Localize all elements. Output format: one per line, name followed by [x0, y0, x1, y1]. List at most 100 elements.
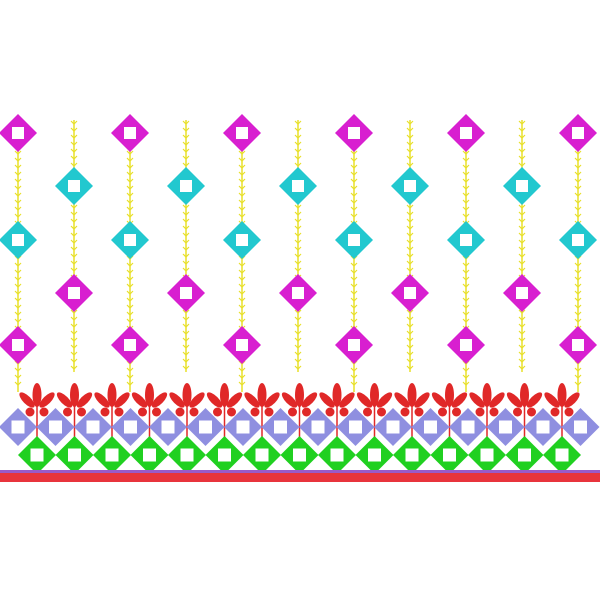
stitch-chevron	[182, 239, 190, 244]
lavender-diamond-hole	[124, 420, 137, 434]
fleur-petal	[94, 392, 110, 408]
fleur-petal	[151, 392, 168, 408]
fleur-bud	[250, 407, 260, 417]
green-diamond-hole	[330, 448, 344, 462]
fleur-bud	[25, 407, 35, 417]
lavender-diamond-hole	[499, 420, 512, 434]
stitch-chevron	[574, 297, 582, 302]
stitch-chevron	[574, 185, 582, 190]
stitch-chevron	[350, 269, 358, 274]
fleur-bud	[414, 407, 424, 417]
cyan-diamond	[391, 167, 429, 205]
stitch-chevron	[574, 283, 582, 288]
green-diamond-hole	[480, 448, 494, 462]
cyan-diamond	[55, 167, 93, 205]
cyan-diamond	[0, 221, 37, 259]
fleur-bud	[77, 407, 86, 417]
stitch-chevron	[406, 127, 414, 132]
lavender-diamond-hole	[461, 420, 475, 434]
stitch-chevron	[238, 171, 246, 176]
stitch-chevron	[294, 316, 302, 321]
fleur-petal	[451, 392, 468, 408]
magenta-diamond	[335, 326, 373, 364]
stitch-chevron	[518, 309, 526, 314]
stitch-chevron	[462, 304, 470, 309]
stitch-chevron	[406, 218, 414, 223]
green-diamond	[205, 436, 244, 474]
magenta-diamond	[391, 274, 429, 312]
fleur-motif	[319, 383, 355, 440]
fleur-petal	[281, 392, 298, 408]
fleur-bud	[189, 407, 199, 417]
fleur-motif	[356, 383, 393, 440]
stitch-chevron	[574, 206, 582, 211]
fleur-motif	[544, 383, 580, 440]
stitch-chevron	[462, 269, 470, 274]
stitch-chevron	[70, 246, 78, 251]
stitch-chevron	[14, 311, 22, 316]
lavender-diamond	[561, 408, 600, 446]
stitch-chevron	[518, 358, 526, 363]
stitch-chevron	[350, 311, 358, 316]
stitch-chevron	[462, 192, 470, 197]
cyan-diamond-hole	[180, 180, 192, 192]
stitch-chevron	[70, 309, 78, 314]
magenta-diamond-hole	[460, 339, 472, 351]
green-diamond	[18, 436, 56, 474]
stitch-chevron	[518, 337, 526, 342]
lavender-diamond-hole	[11, 420, 25, 434]
stitch-chevron	[70, 204, 78, 209]
stitch-chevron	[406, 330, 414, 335]
stitch-chevron	[14, 318, 22, 323]
stitch-chevron	[294, 120, 302, 125]
fleur-petal	[19, 392, 35, 408]
stitch-chevron	[294, 365, 302, 370]
green-diamond-hole	[255, 448, 269, 462]
stitch-chevron	[238, 374, 246, 379]
lavender-diamond	[36, 408, 75, 446]
magenta-diamond-hole	[572, 339, 584, 351]
fleur-bud	[152, 407, 161, 417]
stitch-chevron	[238, 290, 246, 295]
stitch-chevron	[462, 381, 470, 386]
stitch-chevron	[406, 337, 414, 342]
stitch-chevron	[294, 232, 302, 237]
fleur-motif	[394, 383, 430, 440]
fleur-bud	[438, 407, 447, 417]
fleur-bud	[302, 407, 311, 417]
lavender-diamond-hole	[86, 420, 100, 434]
stitch-chevron	[462, 199, 470, 204]
stitch-chevron	[462, 171, 470, 176]
stitch-chevron	[70, 330, 78, 335]
stitch-chevron	[406, 351, 414, 356]
green-diamond	[430, 436, 469, 474]
fleur-bud	[100, 407, 110, 417]
fleur-bud	[213, 407, 222, 417]
fleur-motif	[244, 383, 280, 440]
stitch-chevron	[350, 157, 358, 162]
fleur-bud	[363, 407, 372, 417]
fleur-motif	[206, 383, 243, 440]
fleur-petal	[32, 383, 42, 407]
lavender-diamond	[111, 408, 150, 446]
stitch-chevron	[14, 206, 22, 211]
stitch-chevron	[350, 283, 358, 288]
stitch-chevron	[350, 192, 358, 197]
fleur-petal	[431, 392, 448, 408]
stitch-chevron	[406, 155, 414, 160]
stitch-chevron	[350, 171, 358, 176]
stitch-chevron	[182, 232, 190, 237]
lavender-diamond-hole	[199, 420, 212, 434]
stitch-chevron	[238, 269, 246, 274]
stitch-chevron	[462, 367, 470, 372]
stitch-chevron	[70, 358, 78, 363]
lavender-diamond	[411, 408, 450, 446]
fleur-bud	[114, 407, 124, 417]
fleur-petal	[506, 392, 523, 408]
stitch-chevron	[518, 365, 526, 370]
green-diamond	[505, 436, 544, 474]
magenta-diamond	[111, 114, 149, 152]
stitch-chevron	[238, 297, 246, 302]
stitch-chevron	[574, 290, 582, 295]
lavender-diamond-hole	[424, 420, 437, 434]
